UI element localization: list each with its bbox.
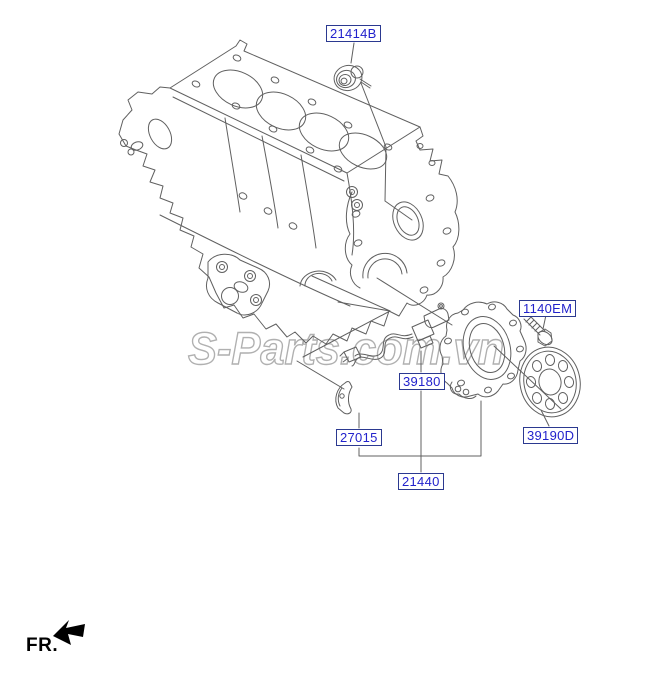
part-label-1140EM[interactable]: 1140EM bbox=[519, 300, 577, 317]
leader-lines bbox=[296, 42, 562, 473]
part-drawing-1140EM-bolt bbox=[523, 314, 553, 347]
part-label-39190D[interactable]: 39190D bbox=[523, 427, 579, 444]
engine-block-drawing bbox=[118, 39, 460, 345]
part-label-21414B[interactable]: 21414B bbox=[326, 25, 381, 42]
part-drawing-27015-bearing bbox=[335, 381, 353, 415]
part-drawing-39180-sensor bbox=[339, 302, 450, 367]
part-label-39180[interactable]: 39180 bbox=[399, 373, 445, 390]
part-label-27015[interactable]: 27015 bbox=[336, 429, 382, 446]
part-label-21440[interactable]: 21440 bbox=[398, 473, 444, 490]
part-drawing-39190D-plate bbox=[519, 346, 581, 418]
part-drawing-21440-seal-carrier bbox=[439, 301, 527, 399]
watermark-text: S-Parts.com.vn bbox=[188, 323, 504, 374]
fr-direction-arrow-icon bbox=[53, 620, 85, 645]
part-drawing-21414B-seal bbox=[333, 64, 372, 92]
fr-direction-label: FR. bbox=[26, 635, 59, 656]
